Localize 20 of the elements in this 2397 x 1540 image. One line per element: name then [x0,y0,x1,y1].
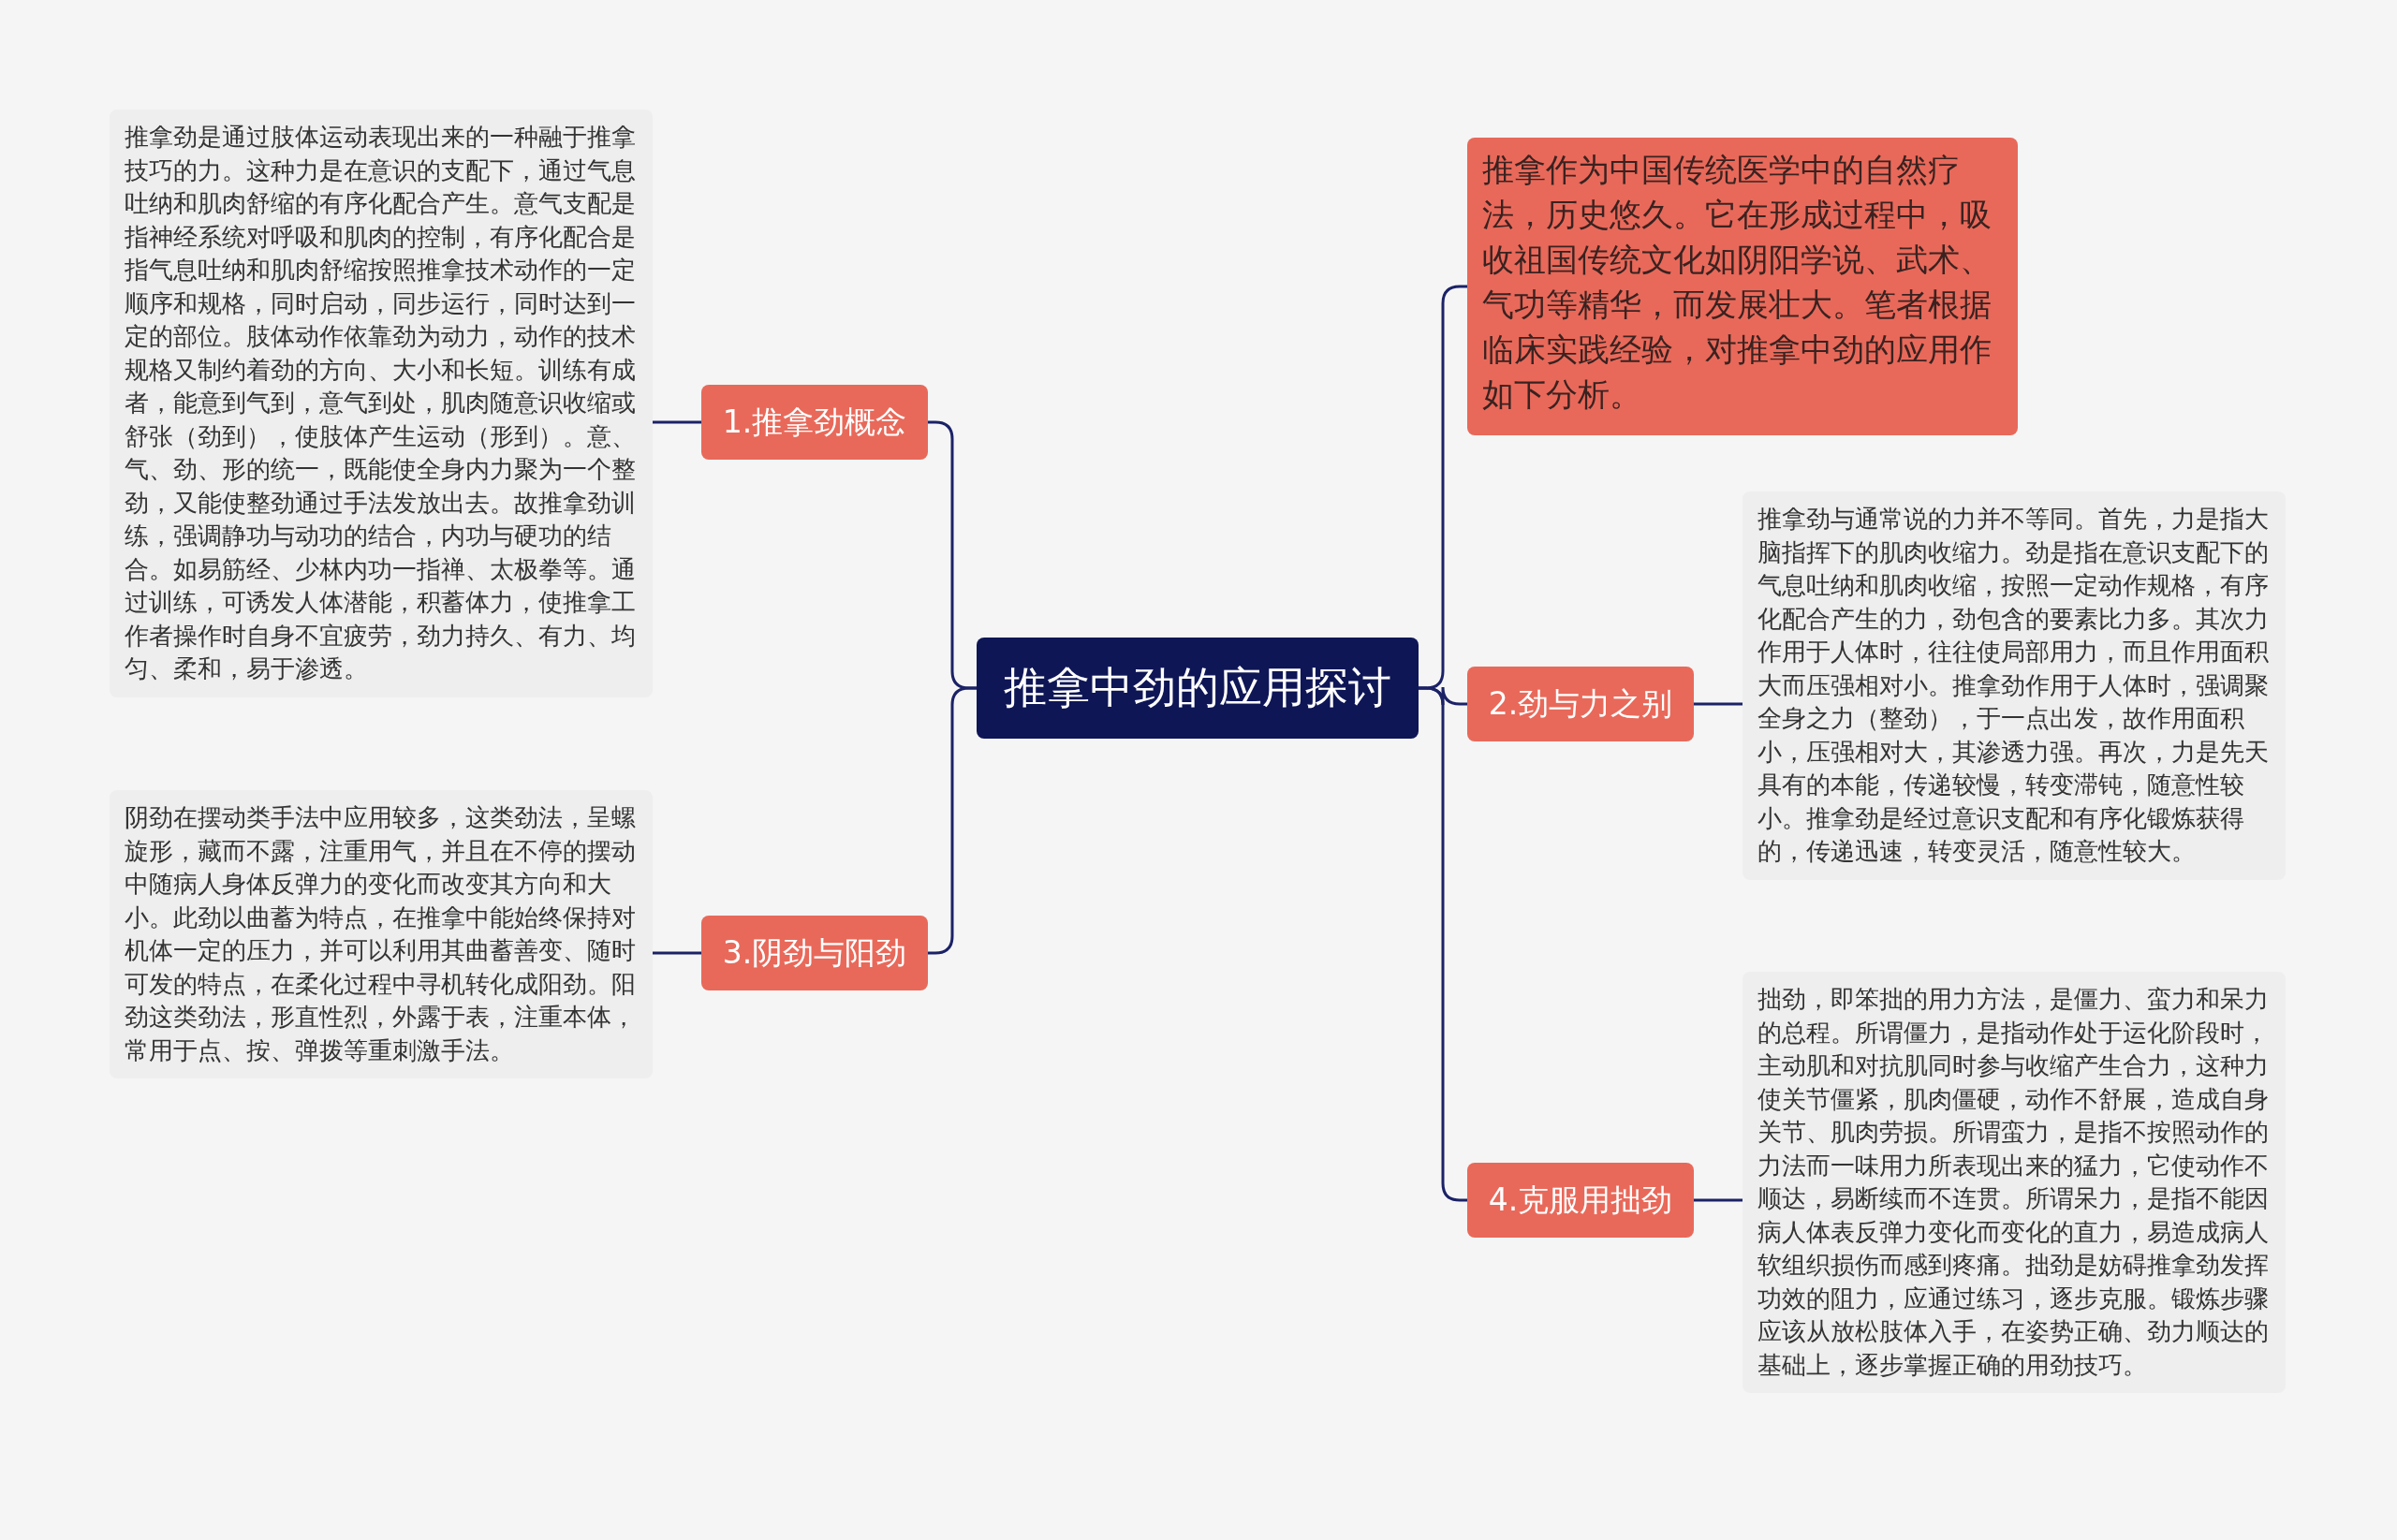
branch-box [1467,667,1694,741]
branch-text: 1.推拿劲概念 [722,403,907,442]
summary-text: 推拿作为中国传统医学中的自然疗法，历史悠久。它在形成过程中，吸收祖国传统文化如阴阳学说、武术、气功等精华，而发展壮大。笔者根据临床实践经验，对推拿中劲的应用作如下分析。 [1482,150,1993,415]
connector-line [1694,1198,1743,1202]
note-text: 推拿劲是通过肢体运动表现出来的一种融于推拿技巧的力。这种力是在意识的支配下，通过气息吐纳和肌肉舒缩的有序化配合产生。意气支配是指神经系统对呼吸和肌肉的控制，有序化配合是指气息吐纳和肌肉舒缩按照推拿技术动作的一定顺序和规格，同时启动，同步运行，同时达到一定的部位。肢体动作依靠劲为动力，动作的技术规格又制约着劲的方向、大小和长短。训练有成者，能意到气到，意气到处，肌肉随意识收缩或舒张（劲到），使肢体产生运动（形到）。意、气、劲、形的统一，既能使全身内力聚为一个整劲，又能使整劲通过手法发放出去。故推拿劲训练，强调静功与动功的结合，内功与硬功的结合。如易筋经、少林内功一指禅、太极拳等。通过训练，可诱发人体潜能，积蓄体力，使推拿工作者操作时自身不宜疲劳，劲力持久、有力、均匀、柔和，易于渗透。 [125,122,637,684]
summary-box [1467,138,2018,435]
branch-box [701,916,928,990]
branch-text: 2.劲与力之别 [1488,684,1673,724]
connector-line [1694,702,1743,706]
note-text: 阴劲在摆动类手法中应用较多，这类劲法，呈螺旋形，藏而不露，注重用气，并且在不停的摆动中随病人身体反弹力的变化而改变其方向和大小。此劲以曲蓄为特点，在推拿中能始终保持对机体一定的压力，并可以利用其曲蓄善变、随时可发的特点，在柔化过程中寻机转化成阳劲。阳劲这类劲法，形直性烈，外露于表，注重本体，常用于点、按、弹拨等重刺激手法。 [125,802,637,1066]
note-text: 拙劲，即笨拙的用力方法，是僵力、蛮力和呆力的总程。所谓僵力，是指动作处于运化阶段时，主动肌和对抗肌同时参与收缩产生合力，这种力使关节僵紧，肌肉僵硬，动作不舒展，造成自身关节、肌肉劳损。所谓蛮力，是指不按照动作的力法而一味用力所表现出来的猛力，它使动作不顺达，易断续而不连贯。所谓呆力，是指不能因病人体表反弹力变化而变化的直力，易造成病人软组织损伤而感到疼痛。拙劲是妨碍推拿劲发挥功效的阻力，应通过练习，逐步克服。锻炼步骤应该从放松肢体入手，在姿势正确、劲力顺达的基础上，逐步掌握正确的用劲技巧。 [1757,984,2270,1381]
connector-line [653,951,701,955]
topic-text: 推拿中劲的应用探讨 [1004,661,1391,715]
branch-box [701,385,928,460]
branch-box [1467,1163,1694,1238]
note-text: 推拿劲与通常说的力并不等同。首先，力是指大脑指挥下的肌肉收缩力。劲是指在意识支配下的气息吐纳和肌肉收缩，按照一定动作规格，有序化配合产生的力，劲包含的要素比力多。其次力作用于人体时，往往使局部用力，而且作用面积大而压强相对小。推拿劲作用于人体时，强调聚全身之力（整劲），于一点出发，故作用面积小，压强相对大，其渗透力强。再次，力是先天具有的本能，传递较慢，转变滞钝，随意性较小。推拿劲是经过意识支配和有序化锻炼获得的，传递迅速，转变灵活，随意性较大。 [1757,504,2270,867]
branch-text: 3.阴劲与阳劲 [722,933,907,973]
branch-text: 4.克服用拙劲 [1488,1181,1673,1220]
central-topic-box [977,638,1419,739]
connector-line [653,420,701,424]
